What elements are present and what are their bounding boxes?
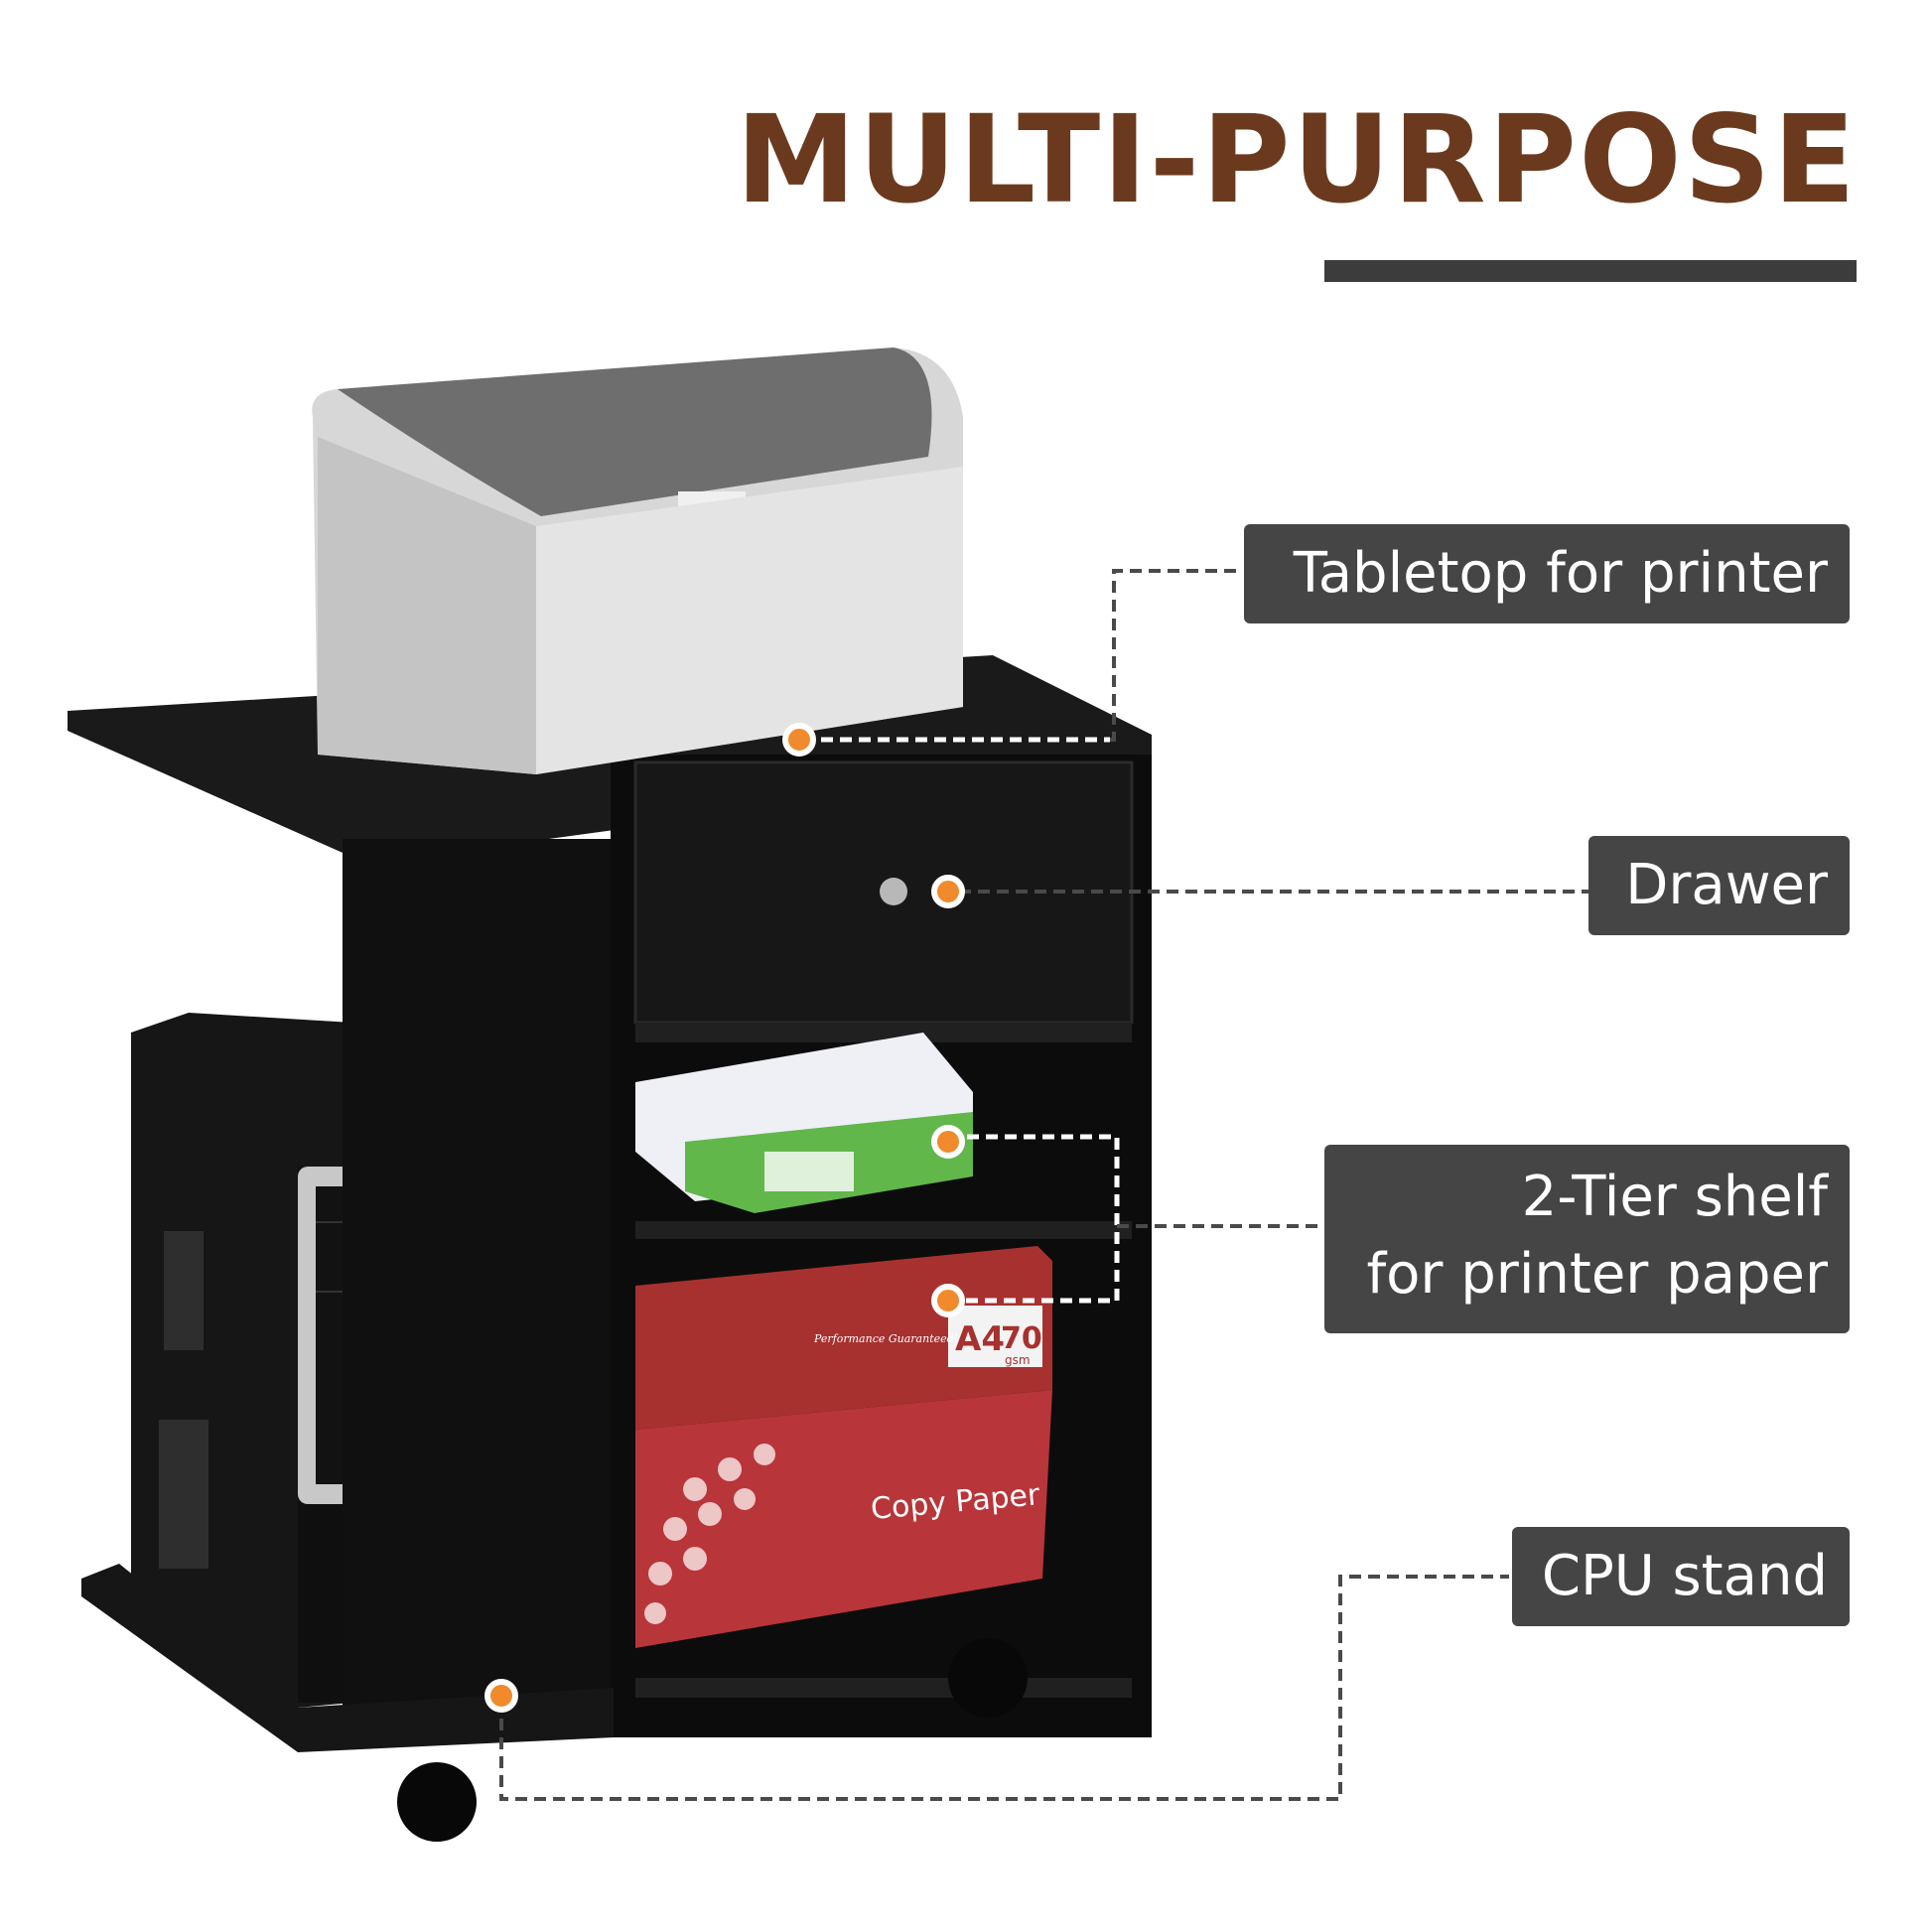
callout-drawer: Drawer xyxy=(1588,836,1850,935)
callout-shelf-line2: for printer paper xyxy=(1366,1242,1828,1307)
markers xyxy=(484,723,965,1713)
copy-paper-box: A4 70 gsm Performance Guaranteed! Copy P… xyxy=(635,1246,1052,1648)
headline-underline xyxy=(1324,260,1857,282)
callout-cpu-stand: CPU stand xyxy=(1512,1527,1850,1626)
callout-tabletop-label: Tabletop for printer xyxy=(1293,541,1828,606)
callout-shelf-line1: 2-Tier shelf xyxy=(1521,1165,1828,1229)
paper-weight-text: 70 xyxy=(1001,1321,1042,1356)
leader-lines xyxy=(499,569,1588,1801)
marker-cpu-stand xyxy=(484,1679,518,1713)
paper-tagline: Performance Guaranteed! xyxy=(813,1332,958,1345)
paper-stack xyxy=(635,1033,973,1213)
paper-size-text: A4 xyxy=(955,1319,1005,1359)
callout-cpu-stand-label: CPU stand xyxy=(1541,1544,1828,1608)
printer xyxy=(312,347,963,774)
headline-title: MULTI-PURPOSE xyxy=(735,89,1858,230)
callout-shelf: 2-Tier shelf for printer paper xyxy=(1324,1145,1850,1333)
marker-drawer xyxy=(931,875,965,908)
marker-shelf-lower xyxy=(931,1284,965,1317)
callout-drawer-label: Drawer xyxy=(1625,853,1828,917)
drawer-knob xyxy=(880,878,907,905)
paper-weight-unit: gsm xyxy=(1005,1353,1031,1367)
callout-tabletop: Tabletop for printer xyxy=(1244,524,1850,623)
marker-tabletop xyxy=(782,723,816,757)
marker-shelf-upper xyxy=(931,1125,965,1159)
